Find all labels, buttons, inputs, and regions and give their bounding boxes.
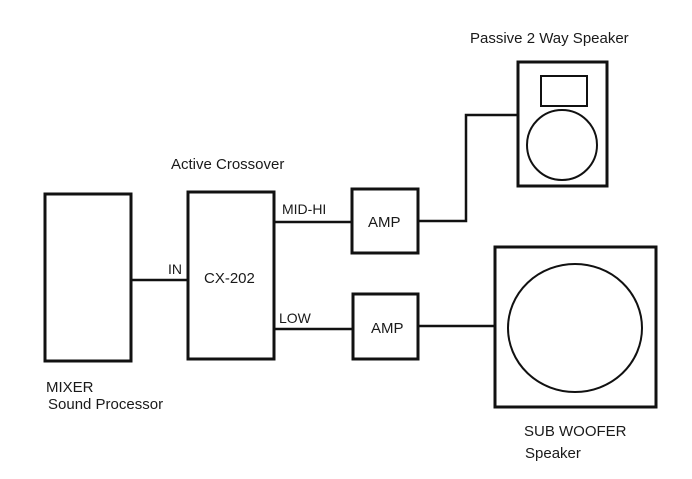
subwoofer-cabinet xyxy=(493,245,658,409)
subwoofer-sublabel: Speaker xyxy=(525,445,581,462)
amp-low-label: AMP xyxy=(371,320,404,337)
crossover-output-high-label: MID-HI xyxy=(282,201,327,217)
amp-high-label: AMP xyxy=(368,214,401,231)
mixer-box xyxy=(43,192,133,363)
crossover-box xyxy=(186,190,276,361)
subwoofer-driver-icon xyxy=(507,263,643,393)
subwoofer-label: SUB WOOFER xyxy=(524,423,627,440)
wire-amp-high-to-passive-speaker xyxy=(418,113,518,223)
passive-speaker-cabinet xyxy=(516,60,609,188)
tweeter-icon xyxy=(540,75,588,107)
crossover-title: Active Crossover xyxy=(171,156,285,173)
passive-speaker-label: Passive 2 Way Speaker xyxy=(470,30,629,47)
mixer-sublabel: Sound Processor xyxy=(48,396,164,413)
crossover-input-label: IN xyxy=(168,261,182,277)
amp-high-box xyxy=(350,187,420,255)
crossover-output-low-label: LOW xyxy=(279,310,311,326)
crossover-label: CX-202 xyxy=(204,270,255,287)
mixer-label: MIXER xyxy=(46,379,94,396)
woofer-driver-icon xyxy=(526,109,598,181)
